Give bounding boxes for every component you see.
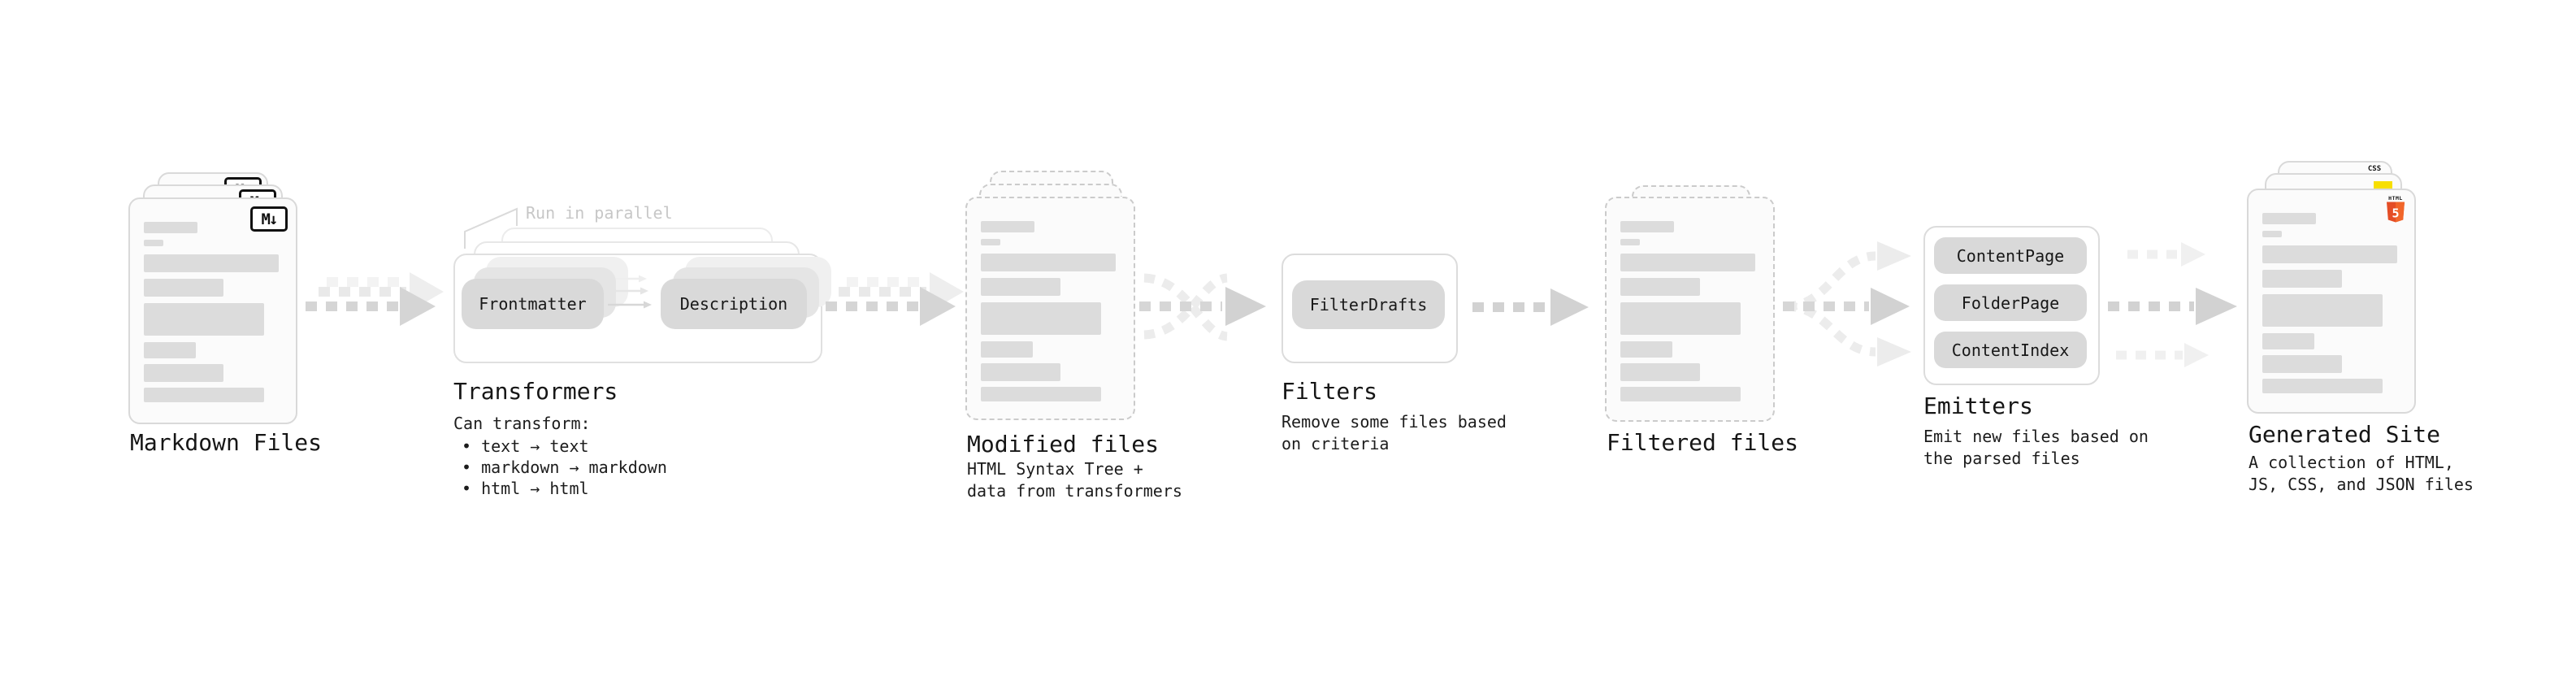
text-placeholder bbox=[1620, 254, 1755, 271]
svg-text:HTML: HTML bbox=[2388, 195, 2403, 202]
text-placeholder bbox=[1620, 221, 1674, 232]
content-index-emitter-button: ContentIndex bbox=[1934, 332, 2087, 368]
text-placeholder bbox=[144, 254, 279, 272]
frontmatter-transformer-button: Frontmatter bbox=[462, 279, 604, 329]
filtered-files-label: Filtered files bbox=[1607, 429, 1799, 456]
filtered-file-card-front bbox=[1605, 197, 1775, 422]
transformers-label: Transformers bbox=[453, 378, 618, 405]
text-placeholder bbox=[981, 254, 1116, 271]
text-placeholder bbox=[1620, 302, 1741, 335]
js-file-icon bbox=[2374, 181, 2392, 189]
text-placeholder bbox=[1620, 239, 1640, 245]
flow-arrow-modified-to-filters bbox=[1139, 273, 1266, 341]
text-placeholder bbox=[2262, 245, 2397, 263]
transformers-bullet: • text → text bbox=[462, 436, 589, 456]
text-placeholder bbox=[2262, 231, 2282, 237]
text-placeholder bbox=[981, 278, 1060, 296]
site-file-card-html: HTML 5 bbox=[2247, 189, 2416, 414]
markdown-file-card-front: M↓ bbox=[128, 197, 297, 424]
text-placeholder bbox=[981, 341, 1033, 358]
filters-label: Filters bbox=[1281, 378, 1378, 405]
svg-text:5: 5 bbox=[2392, 206, 2399, 221]
generated-site-caption: A collection of HTML, JS, CSS, and JSON … bbox=[2249, 453, 2474, 494]
content-page-emitter-button: ContentPage bbox=[1934, 237, 2087, 274]
text-placeholder bbox=[144, 279, 223, 297]
transformers-caption-title: Can transform: bbox=[453, 414, 591, 433]
filters-caption: Remove some files based on criteria bbox=[1281, 412, 1507, 453]
flow-arrow-emitters-to-site bbox=[2108, 242, 2237, 367]
markdown-files-label: Markdown Files bbox=[130, 429, 323, 456]
text-placeholder bbox=[1620, 363, 1700, 381]
filter-drafts-button: FilterDrafts bbox=[1292, 280, 1445, 329]
emitters-caption: Emit new files based on the parsed files bbox=[1923, 427, 2149, 468]
text-placeholder bbox=[981, 221, 1034, 232]
text-placeholder bbox=[1620, 341, 1672, 358]
transformers-bullet: • html → html bbox=[462, 479, 589, 498]
text-placeholder bbox=[981, 387, 1101, 401]
modified-files-label: Modified files bbox=[967, 431, 1160, 458]
parallel-note: Run in parallel bbox=[526, 203, 673, 223]
flow-arrow-markdown-to-transformers bbox=[306, 272, 444, 326]
text-placeholder bbox=[981, 363, 1060, 381]
text-placeholder bbox=[1620, 278, 1700, 296]
text-placeholder bbox=[144, 388, 264, 402]
description-transformer-button: Description bbox=[661, 279, 807, 329]
flow-arrow-filtered-to-emitters bbox=[1783, 241, 1911, 367]
text-placeholder bbox=[2262, 270, 2342, 288]
parallel-callout-line bbox=[464, 207, 518, 249]
text-placeholder bbox=[2262, 355, 2342, 373]
generated-site-label: Generated Site bbox=[2249, 421, 2441, 448]
folder-page-emitter-button: FolderPage bbox=[1934, 284, 2087, 321]
text-placeholder bbox=[981, 239, 1000, 245]
text-placeholder bbox=[1620, 387, 1741, 401]
text-placeholder bbox=[144, 342, 196, 358]
transformers-bullet: • markdown → markdown bbox=[462, 458, 667, 477]
html5-icon: HTML 5 bbox=[2387, 195, 2405, 223]
text-placeholder bbox=[144, 364, 223, 382]
text-placeholder bbox=[2262, 294, 2383, 327]
text-placeholder bbox=[2262, 213, 2316, 224]
text-placeholder bbox=[2262, 333, 2314, 349]
modified-files-caption: HTML Syntax Tree + data from transformer… bbox=[967, 459, 1182, 501]
flow-arrow-transformers-to-modified bbox=[826, 272, 964, 326]
text-placeholder bbox=[144, 303, 264, 336]
markdown-icon: M↓ bbox=[250, 206, 288, 232]
parallel-mini-arrows bbox=[608, 275, 652, 309]
emitters-label: Emitters bbox=[1923, 393, 2033, 419]
text-placeholder bbox=[144, 240, 163, 246]
modified-file-card-front bbox=[965, 197, 1135, 420]
text-placeholder bbox=[144, 222, 197, 233]
text-placeholder bbox=[981, 302, 1101, 335]
flow-arrow-filters-to-filtered bbox=[1472, 288, 1589, 326]
text-placeholder bbox=[2262, 379, 2383, 393]
